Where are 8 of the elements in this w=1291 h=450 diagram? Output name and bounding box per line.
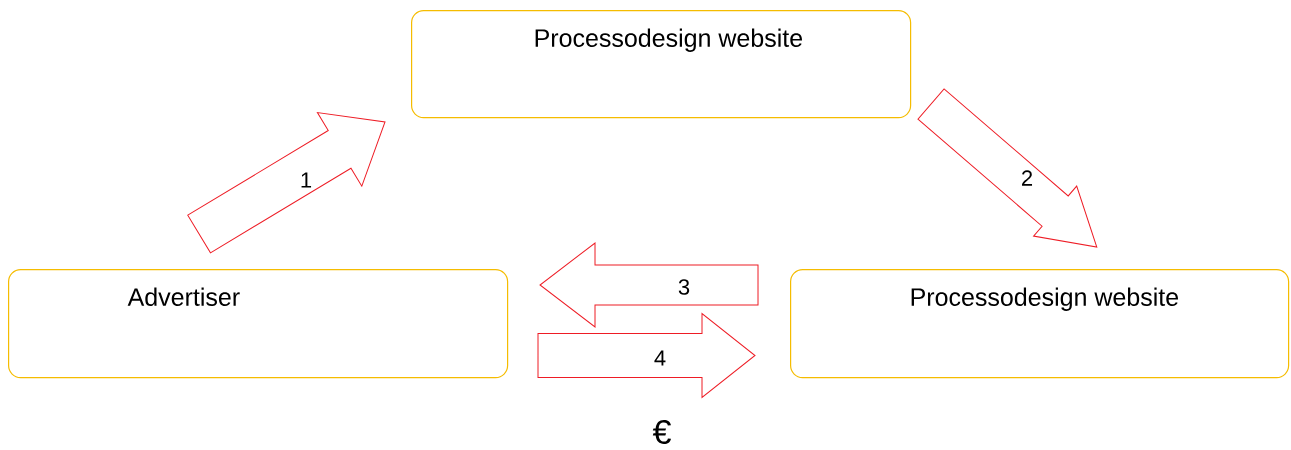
block-arrow <box>537 313 756 398</box>
block-arrow <box>187 112 386 254</box>
currency-symbol: € <box>652 419 671 445</box>
process-box: Advertiser <box>8 269 509 379</box>
process-box: Processodesign website <box>411 10 912 119</box>
block-arrow <box>539 242 759 328</box>
process-box: Processodesign website <box>790 269 1290 379</box>
block-arrow <box>917 88 1098 248</box>
